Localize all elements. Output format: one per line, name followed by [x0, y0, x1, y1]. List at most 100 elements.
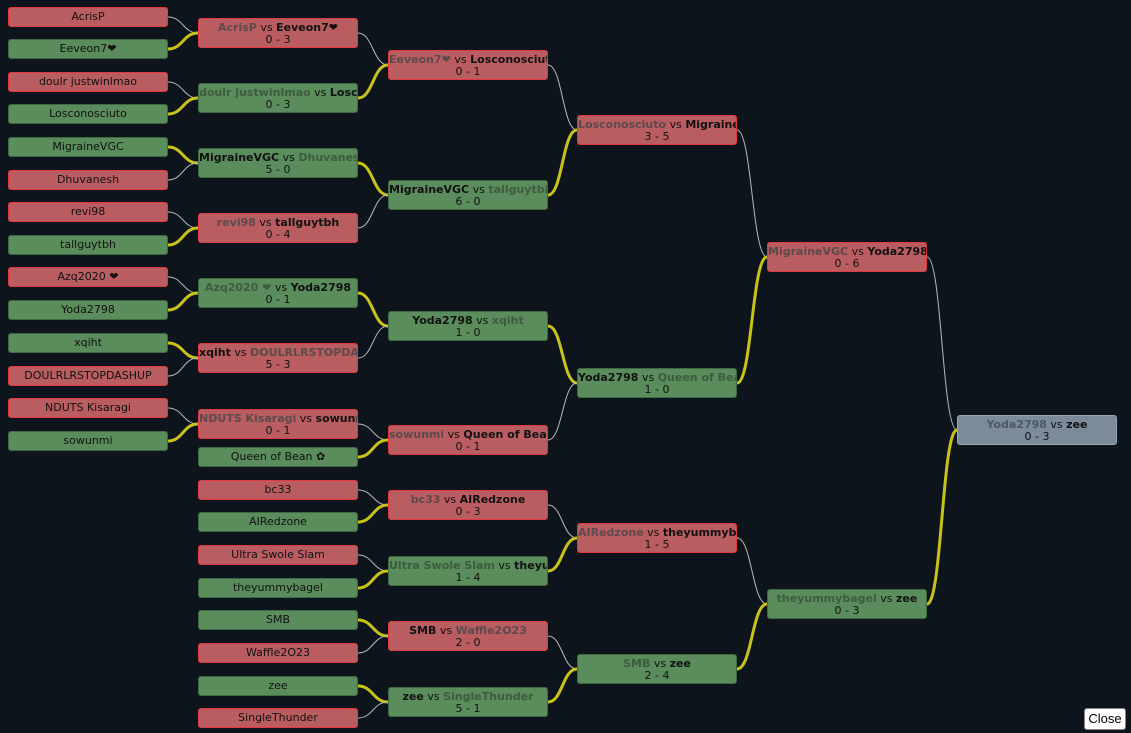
match-node[interactable]: Eeveon7❤ vs Losconosciuto0 - 1 — [388, 50, 548, 80]
vs-label: vs — [476, 314, 489, 327]
vs-label: vs — [439, 624, 453, 637]
match-title: SMB vs zee — [578, 658, 736, 670]
loser-connector — [357, 554, 389, 572]
vs-label: vs — [1050, 418, 1063, 431]
match-score: 0 - 3 — [1024, 430, 1050, 443]
player-entry[interactable]: Azq2020 ❤ — [8, 267, 168, 287]
match-player-a: Yoda2798 — [986, 418, 1047, 431]
match-title: MigraineVGC vs Yoda2798 — [768, 246, 926, 258]
winner-connector — [357, 618, 389, 638]
player-entry[interactable]: bc33 — [198, 480, 358, 500]
vs-label: vs — [259, 216, 272, 229]
player-entry[interactable]: Waffle2O23 — [198, 643, 358, 663]
match-player-a: xqiht — [199, 346, 231, 359]
player-entry[interactable]: NDUTS Kisaragi — [8, 398, 168, 418]
vs-label: vs — [641, 371, 655, 384]
match-score: 1 - 0 — [644, 383, 670, 396]
match-node[interactable]: Losconosciuto vs MigraineVGC3 - 5 — [577, 115, 737, 145]
vs-label: vs — [314, 86, 327, 99]
player-entry[interactable]: Ultra Swole Slam — [198, 545, 358, 565]
match-title: theyummybagel vs zee — [768, 593, 926, 605]
winner-connector — [357, 684, 389, 704]
player-entry[interactable]: Losconosciuto — [8, 104, 168, 124]
player-entry[interactable]: MigraineVGC — [8, 137, 168, 157]
player-entry[interactable]: Eeveon7❤ — [8, 39, 168, 59]
player-entry[interactable]: Queen of Bean ✿ — [198, 447, 358, 467]
match-player-b: Eeveon7❤ — [276, 21, 338, 34]
vs-label: vs — [234, 346, 247, 359]
player-entry[interactable]: DOULRLRSTOPDASHUP — [8, 366, 168, 386]
match-player-b: zee — [895, 592, 918, 605]
loser-connector — [926, 256, 958, 431]
match-player-b: Yoda2798 — [290, 281, 352, 294]
player-entry[interactable]: sowunmi — [8, 431, 168, 451]
player-entry[interactable]: zee — [198, 676, 358, 696]
winner-connector — [167, 31, 199, 51]
match-title: Azq2020 ❤ vs Yoda2798 — [199, 282, 357, 294]
loser-connector — [736, 537, 768, 605]
match-score: 3 - 5 — [644, 130, 670, 143]
player-entry[interactable]: AIRedzone — [198, 512, 358, 532]
player-entry[interactable]: tallguytbh — [8, 235, 168, 255]
player-entry[interactable]: theyummybagel — [198, 578, 358, 598]
match-player-b: tallguytbh — [488, 183, 548, 196]
loser-connector — [547, 635, 578, 670]
match-node[interactable]: AIRedzone vs theyummybagel1 - 5 — [577, 523, 737, 553]
match-node[interactable]: AcrisP vs Eeveon7❤0 - 3 — [198, 18, 358, 48]
match-node[interactable]: MigraineVGC vs Dhuvanesh5 - 0 — [198, 148, 358, 178]
loser-connector — [167, 16, 199, 34]
loser-connector — [547, 64, 578, 131]
vs-label: vs — [447, 428, 460, 441]
player-entry[interactable]: Dhuvanesh — [8, 170, 168, 190]
match-title: Yoda2798 vs zee — [958, 419, 1116, 431]
match-title: SMB vs Waffle2O23 — [389, 625, 547, 637]
player-entry[interactable]: SMB — [198, 610, 358, 630]
vs-label: vs — [880, 592, 893, 605]
vs-label: vs — [427, 690, 440, 703]
match-node[interactable]: xqiht vs DOULRLRSTOPDASHUP5 - 3 — [198, 343, 358, 373]
winner-connector — [357, 63, 389, 100]
match-player-b: SingleThunder — [443, 690, 534, 703]
player-entry[interactable]: AcrisP — [8, 7, 168, 27]
close-button[interactable]: Close — [1084, 708, 1126, 730]
loser-connector — [167, 81, 199, 99]
winner-connector — [547, 324, 578, 385]
player-entry[interactable]: Yoda2798 — [8, 300, 168, 320]
match-player-b: MigraineVGC — [685, 118, 736, 131]
match-player-b: Dhuvanesh — [298, 151, 357, 164]
match-node[interactable]: NDUTS Kisaragi vs sowunmi0 - 1 — [198, 409, 358, 439]
winner-connector — [357, 569, 389, 590]
match-node[interactable]: doulr justwinlmao vs Losconosciuto0 - 3 — [198, 83, 358, 113]
match-node[interactable]: Ultra Swole Slam vs theyummybagel1 - 4 — [388, 556, 548, 586]
match-node[interactable]: sowunmi vs Queen of Bean ✿0 - 1 — [388, 425, 548, 455]
match-player-a: theyummybagel — [776, 592, 877, 605]
vs-label: vs — [274, 281, 288, 294]
winner-connector — [167, 422, 199, 443]
match-player-b: Waffle2O23 — [455, 624, 527, 637]
match-score: 0 - 3 — [265, 98, 291, 111]
match-player-b: tallguytbh — [275, 216, 340, 229]
match-player-a: AcrisP — [218, 21, 257, 34]
match-player-a: zee — [402, 690, 424, 703]
player-entry[interactable]: SingleThunder — [198, 708, 358, 728]
match-score: 0 - 3 — [834, 604, 860, 617]
match-title: AcrisP vs Eeveon7❤ — [199, 22, 357, 34]
match-node[interactable]: Yoda2798 vs Queen of Bean ✿1 - 0 — [577, 368, 737, 398]
player-entry[interactable]: doulr justwinlmao — [8, 72, 168, 92]
match-title: Eeveon7❤ vs Losconosciuto — [389, 54, 547, 66]
player-entry[interactable]: revi98 — [8, 202, 168, 222]
player-entry[interactable]: xqiht — [8, 333, 168, 353]
match-score: 0 - 1 — [455, 65, 481, 78]
